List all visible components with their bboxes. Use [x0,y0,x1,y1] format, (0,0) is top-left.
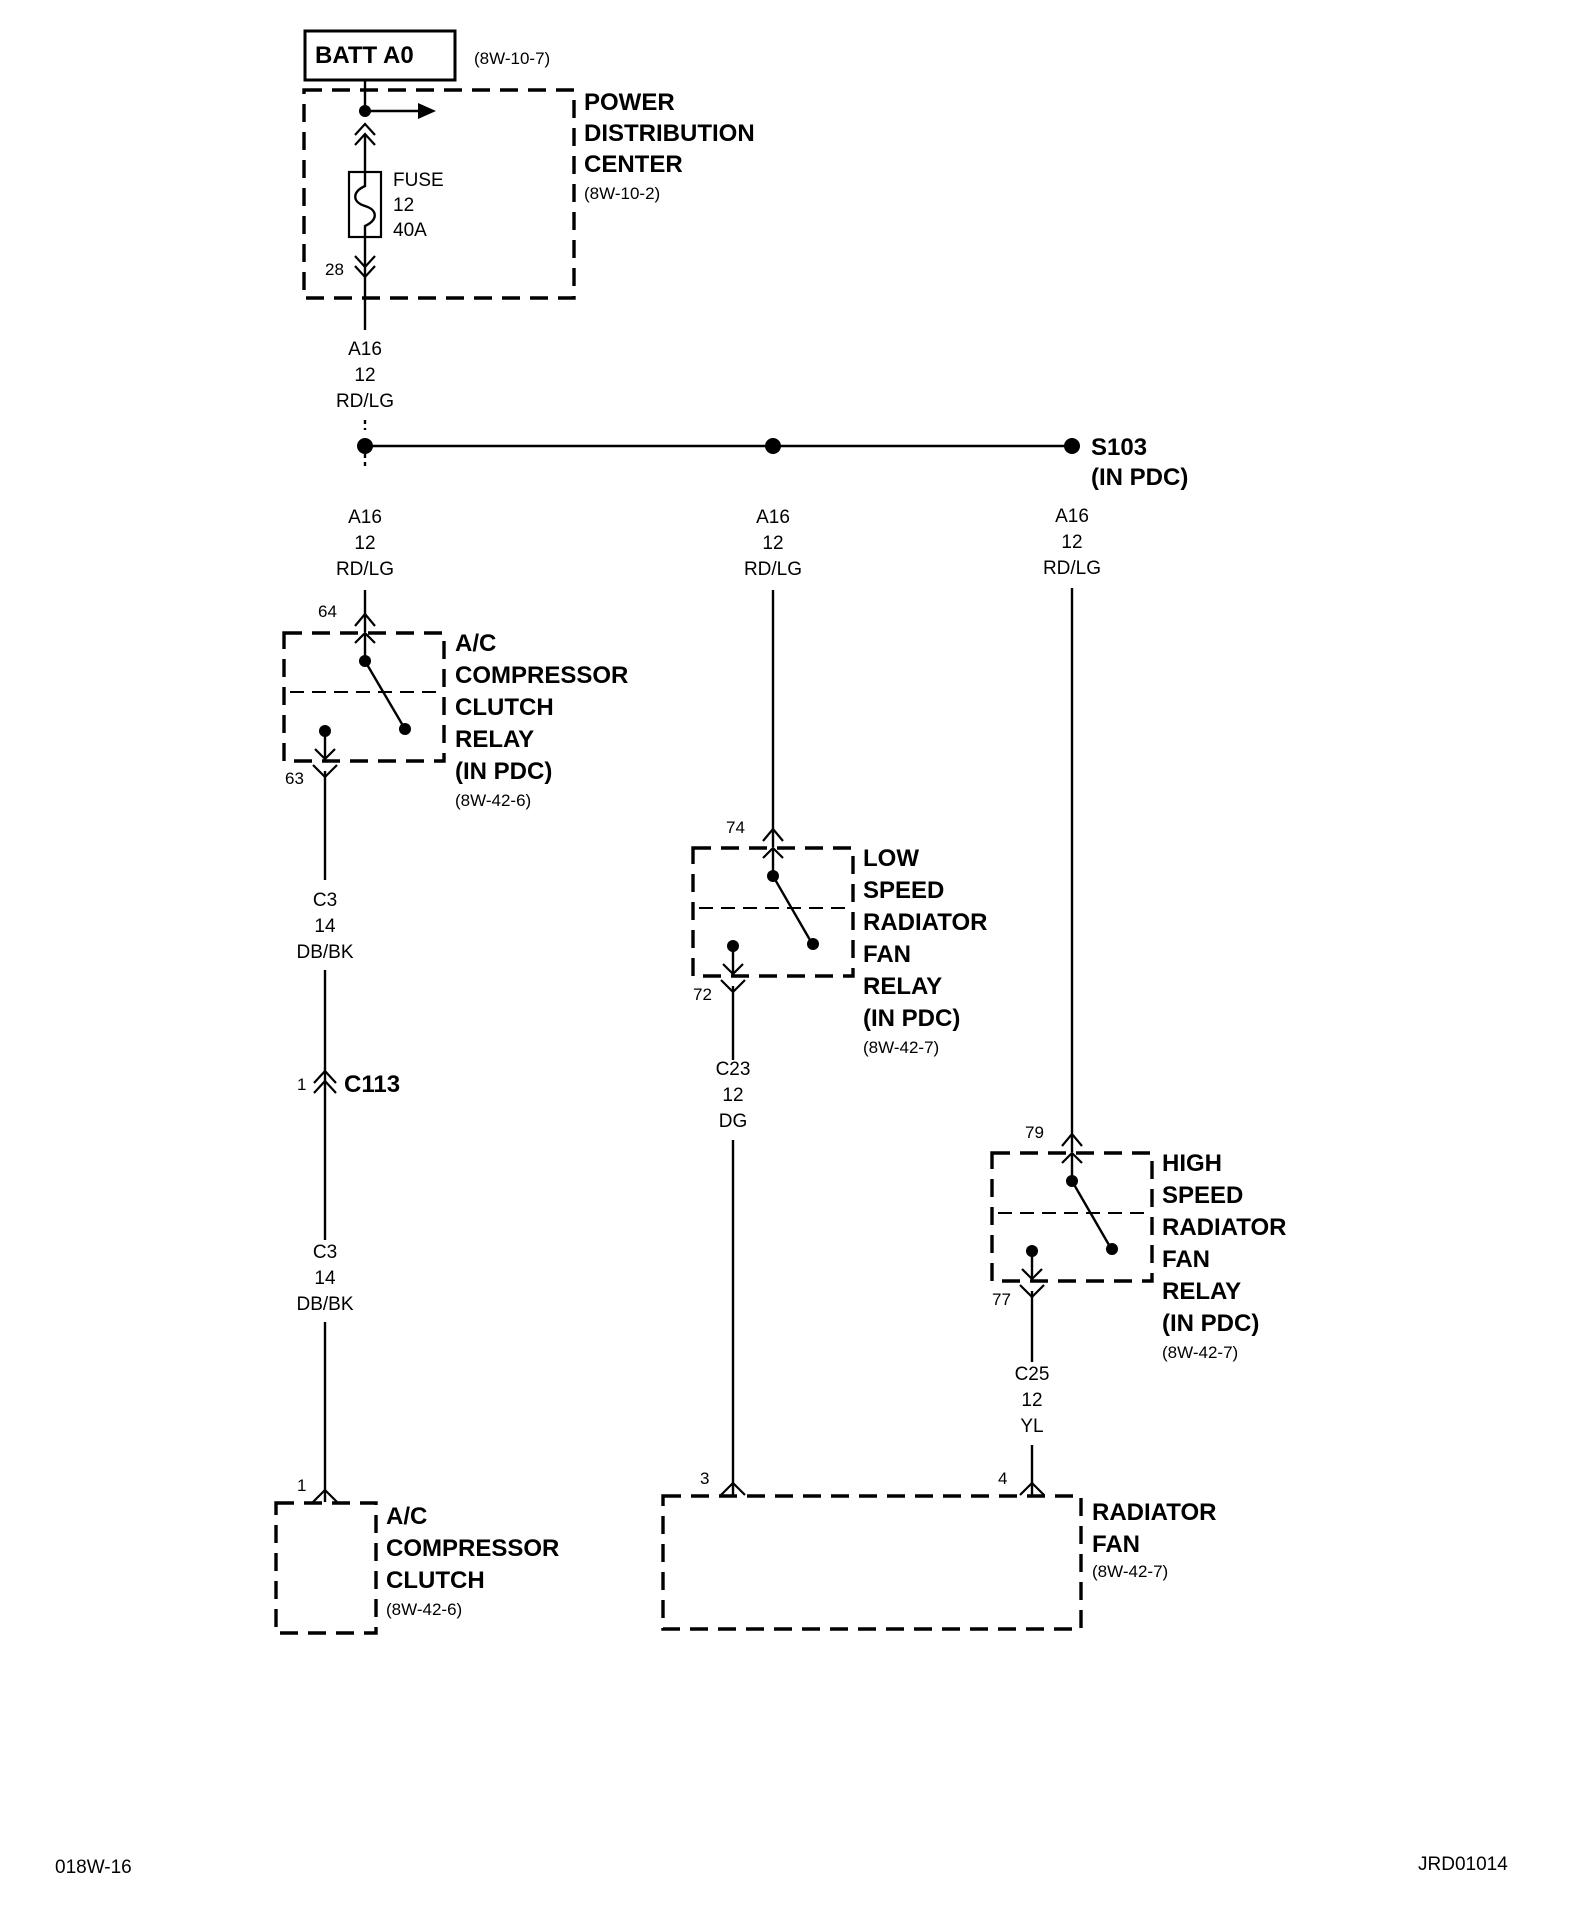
wire-gauge: 12 [354,533,375,554]
pdc-title-line1: POWER [584,89,675,116]
c25-label: C25 12 YL [1015,1364,1050,1437]
radiator-fan: 3 4 RADIATOR FAN (8W-42-7) [661,1469,1216,1631]
ac-relay-label-line5: (IN PDC) [455,758,552,785]
high-relay-pin-in: 79 [1025,1123,1044,1142]
ac-clutch-label-line3: CLUTCH [386,1567,485,1594]
low-relay-label-line2: SPEED [863,877,944,904]
ac-compressor-clutch: 1 A/C COMPRESSOR CLUTCH (8W-42-6) [274,1322,559,1635]
branch-high-label: A16 12 RD/LG [1043,506,1101,579]
feed-wire-label: A16 12 RD/LG [336,339,394,412]
wire-code: C25 [1015,1364,1050,1385]
radiator-fan-ref: (8W-42-7) [1092,1562,1168,1581]
low-relay-label-line6: (IN PDC) [863,1005,960,1032]
high-relay-label-line3: RADIATOR [1162,1214,1286,1241]
wire-code: A16 [1055,506,1089,527]
wire-gauge: 12 [762,533,783,554]
pdc-pin: 28 [325,260,344,279]
footer-page-code: 018W-16 [55,1857,132,1878]
high-relay-ref: (8W-42-7) [1162,1343,1238,1362]
radiator-fan-label-line1: RADIATOR [1092,1499,1216,1526]
branch-low-label: A16 12 RD/LG [744,507,802,580]
connector-c113: 1 C113 [297,970,400,1240]
low-relay-pin-in: 74 [726,818,745,837]
high-relay-label-line6: (IN PDC) [1162,1310,1259,1337]
ac-relay-label-line4: RELAY [455,726,534,753]
wire-color: YL [1020,1416,1043,1437]
low-relay-ref: (8W-42-7) [863,1038,939,1057]
c23-label: C23 12 DG [716,1059,751,1132]
wire-gauge: 12 [354,365,375,386]
low-relay-label-line4: FAN [863,941,911,968]
wire-code: A16 [756,507,790,528]
low-relay-label-line1: LOW [863,845,919,872]
low-relay-pin-out: 72 [693,985,712,1004]
footer-drawing-id: JRD01014 [1418,1854,1508,1875]
ac-clutch-label-line2: COMPRESSOR [386,1535,559,1562]
wire-code: C23 [716,1059,751,1080]
radiator-fan-pin-high: 4 [998,1469,1007,1488]
wire-code: C3 [313,1242,337,1263]
ac-clutch-label-line1: A/C [386,1503,427,1530]
pdc-ref: (8W-10-2) [584,184,660,203]
wire-color: DB/BK [296,1294,353,1315]
battery-label-group: BATT A0 (8W-10-7) [303,29,550,82]
splice-s103: S103 (IN PDC) [357,434,1188,491]
c113-pin: 1 [297,1075,306,1094]
ac-relay-label-line1: A/C [455,630,496,657]
branch-ac-label: A16 12 RD/LG [336,507,394,580]
high-relay-label-line1: HIGH [1162,1150,1222,1177]
wire-color: DB/BK [296,942,353,963]
ac-relay-pin-out: 63 [285,769,304,788]
power-distribution-center: FUSE 12 40A 28 POWER DISTRIBUTION CENTER… [302,80,755,330]
ac-clutch-ref: (8W-42-6) [386,1600,462,1619]
wire-code: A16 [348,507,382,528]
high-relay-pin-out: 77 [992,1290,1011,1309]
wire-code: A16 [348,339,382,360]
wire-gauge: 14 [314,916,336,937]
wire-color: RD/LG [1043,558,1101,579]
low-relay-label-line5: RELAY [863,973,942,1000]
high-relay-label-line5: RELAY [1162,1278,1241,1305]
c113-name: C113 [344,1071,400,1098]
c3-lower-label: C3 14 DB/BK [296,1242,353,1315]
ac-relay-pin-in: 64 [318,602,337,621]
high-speed-radiator-fan-relay: 79 77 HIGH SPEED RADIATOR FAN RELAY (IN … [990,588,1286,1362]
radiator-fan-label-line2: FAN [1092,1531,1140,1558]
wire-color: RD/LG [336,559,394,580]
ac-relay-label-line3: CLUTCH [455,694,554,721]
high-relay-label-line2: SPEED [1162,1182,1243,1209]
wire-color: RD/LG [336,391,394,412]
wire-gauge: 12 [722,1085,743,1106]
ac-relay-label-line2: COMPRESSOR [455,662,628,689]
arrow-icon [418,103,436,119]
wire-code: C3 [313,890,337,911]
fuse-label: FUSE [393,170,444,191]
fuse-rating: 40A [393,220,427,241]
wire-color: DG [719,1111,748,1132]
battery-ref: (8W-10-7) [474,49,550,68]
wire-gauge: 14 [314,1268,336,1289]
fuse-number: 12 [393,195,414,216]
ac-relay-ref: (8W-42-6) [455,791,531,810]
wire-gauge: 12 [1061,532,1082,553]
battery-label: BATT A0 [315,42,414,69]
high-relay-label-line4: FAN [1162,1246,1210,1273]
pdc-title-line3: CENTER [584,151,683,178]
wire-color: RD/LG [744,559,802,580]
low-relay-label-line3: RADIATOR [863,909,987,936]
low-speed-radiator-fan-relay: 74 72 LOW SPEED RADIATOR FAN RELAY (IN P… [691,590,987,1060]
c3-upper-label: C3 14 DB/BK [296,890,353,963]
pdc-title-line2: DISTRIBUTION [584,120,755,147]
ac-compressor-clutch-relay: 64 63 A/C COMPRESSOR CLUTCH RELAY (IN PD… [282,590,628,880]
splice-location: (IN PDC) [1091,464,1188,491]
wire-gauge: 12 [1021,1390,1042,1411]
radiator-fan-pin-low: 3 [700,1469,709,1488]
splice-name: S103 [1091,434,1147,461]
ac-clutch-pin: 1 [297,1476,306,1495]
